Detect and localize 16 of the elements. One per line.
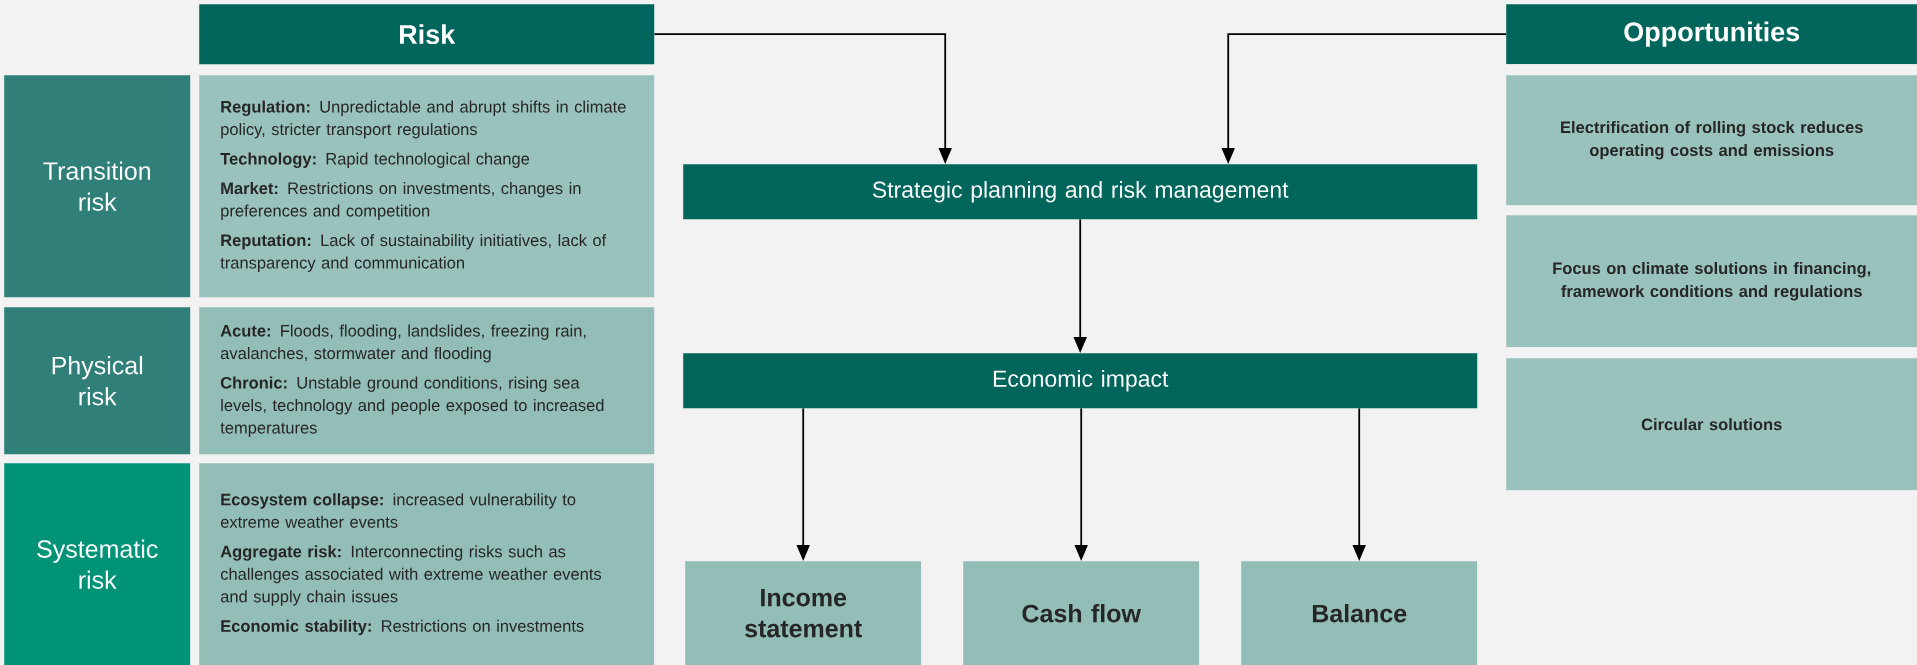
category-box: Physical risk xyxy=(4,307,191,455)
process-bar: Economic impact xyxy=(683,353,1478,409)
opportunity-box: Electrification of rolling stock reduces operating costs and emissions xyxy=(1506,75,1917,206)
category-box: Transition risk xyxy=(4,75,191,298)
description-box: Acute: Floods, flooding, landslides, freezing rain, avalanches, stormwater and flooding Chronic: Unstable ground conditions, rising sea levels, technology and people exposed to increased temperatures xyxy=(199,307,655,455)
opportunity-box: Focus on climate solutions in financing, framework conditions and regulations xyxy=(1506,215,1917,348)
description-box: Regulation: Unpredictable and abrupt shifts in climate policy, stricter transport regulations Technology: Rapid technological change Market: Restrictions on investments, changes in preferences and competition Reputation: Lack of sustainability initiatives, lack of transparency and communication xyxy=(199,75,655,298)
category-box: Systematic risk xyxy=(4,463,191,665)
description-box: Ecosystem collapse: increased vulnerability to extreme weather events Aggregate risk: Interconnecting risks such as challenges associated with extreme weather events and supply chain issues Economic stability: Restrictions on investments xyxy=(199,463,655,665)
outcome-box: Income statement xyxy=(685,561,922,665)
outcome-box: Balance xyxy=(1241,561,1478,665)
header-box: Risk xyxy=(199,4,655,65)
process-bar: Strategic planning and risk management xyxy=(683,164,1478,220)
header-box: Opportunities xyxy=(1506,4,1917,65)
opportunity-box: Circular solutions xyxy=(1506,358,1917,491)
outcome-box: Cash flow xyxy=(963,561,1200,665)
